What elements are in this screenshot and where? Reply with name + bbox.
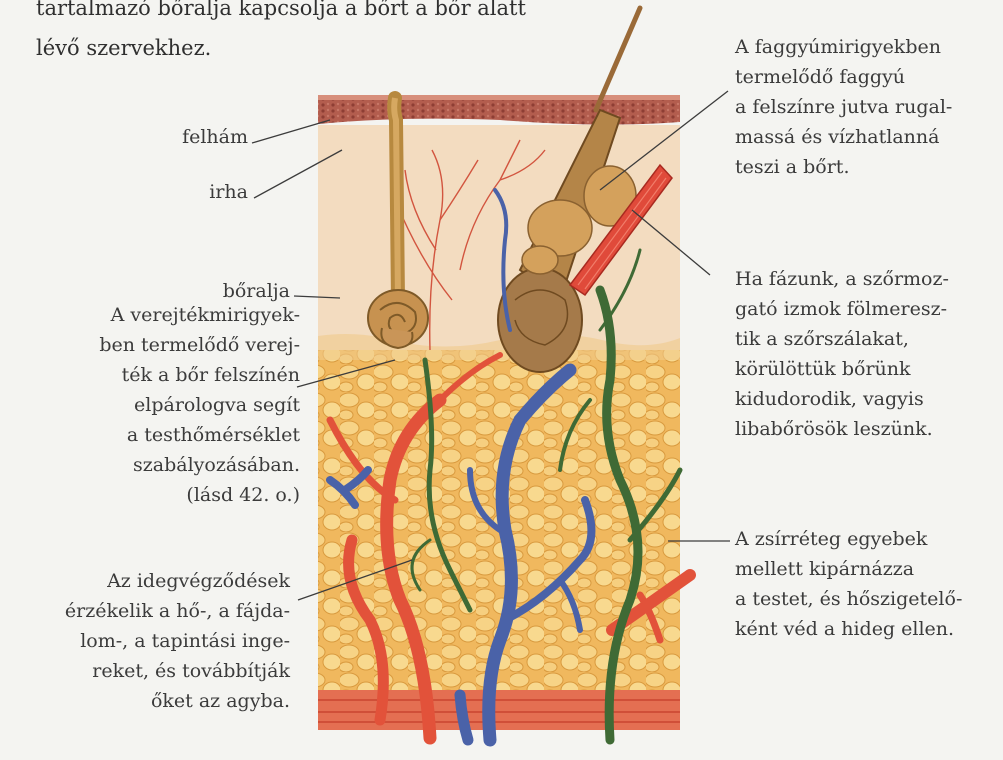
caption-line: libabőrösök leszünk. bbox=[735, 414, 1000, 444]
caption-nerve-endings: Az idegvégződések érzékelik a hő-, a fáj… bbox=[0, 566, 290, 716]
caption-line: ként véd a hideg ellen. bbox=[735, 614, 1000, 644]
caption-line: massá és vízhatlanná bbox=[735, 122, 1000, 152]
caption-line: a testhőmérséklet bbox=[14, 420, 300, 450]
caption-line: reket, és továbbítják bbox=[0, 656, 290, 686]
fat-layer bbox=[318, 338, 680, 728]
caption-line: termelődő faggyú bbox=[735, 62, 1000, 92]
label-epidermis: felhám bbox=[130, 126, 248, 148]
caption-line: kidudorodik, vagyis bbox=[735, 384, 1000, 414]
caption-sweat-glands: A verejtékmirigyek- ben termelődő verej-… bbox=[14, 300, 300, 510]
caption-fat-layer: A zsírréteg egyebek mellett kipárnázza a… bbox=[735, 524, 1000, 644]
caption-sebaceous-glands: A faggyúmirigyekben termelődő faggyú a f… bbox=[735, 32, 1000, 182]
caption-line: A verejtékmirigyek- bbox=[14, 300, 300, 330]
caption-line: a felszínre jutva rugal- bbox=[735, 92, 1000, 122]
muscle-base bbox=[318, 690, 680, 730]
caption-line: szabályozásában. bbox=[14, 450, 300, 480]
caption-line: gató izmok fölmeresz- bbox=[735, 294, 1000, 324]
caption-line: elpárologva segít bbox=[14, 390, 300, 420]
caption-line: A zsírréteg egyebek bbox=[735, 524, 1000, 554]
caption-line: teszi a bőrt. bbox=[735, 152, 1000, 182]
caption-line: A faggyúmirigyekben bbox=[735, 32, 1000, 62]
caption-line: őket az agyba. bbox=[0, 686, 290, 716]
label-dermis: irha bbox=[130, 181, 248, 203]
caption-line: (lásd 42. o.) bbox=[14, 480, 300, 510]
caption-line: Az idegvégződések bbox=[0, 566, 290, 596]
caption-line: lom-, a tapintási inge- bbox=[0, 626, 290, 656]
caption-line: tik a szőrszálakat, bbox=[735, 324, 1000, 354]
caption-line: Ha fázunk, a szőrmoz- bbox=[735, 264, 1000, 294]
caption-line: ben termelődő verej- bbox=[14, 330, 300, 360]
caption-line: a testet, és hőszigetelő- bbox=[735, 584, 1000, 614]
caption-arrector-muscles: Ha fázunk, a szőrmoz- gató izmok fölmere… bbox=[735, 264, 1000, 444]
caption-line: ték a bőr felszínén bbox=[14, 360, 300, 390]
caption-line: körülöttük bőrünk bbox=[735, 354, 1000, 384]
caption-line: mellett kipárnázza bbox=[735, 554, 1000, 584]
caption-line: érzékelik a hő-, a fájda- bbox=[0, 596, 290, 626]
label-subcutis: bőralja bbox=[130, 280, 290, 302]
